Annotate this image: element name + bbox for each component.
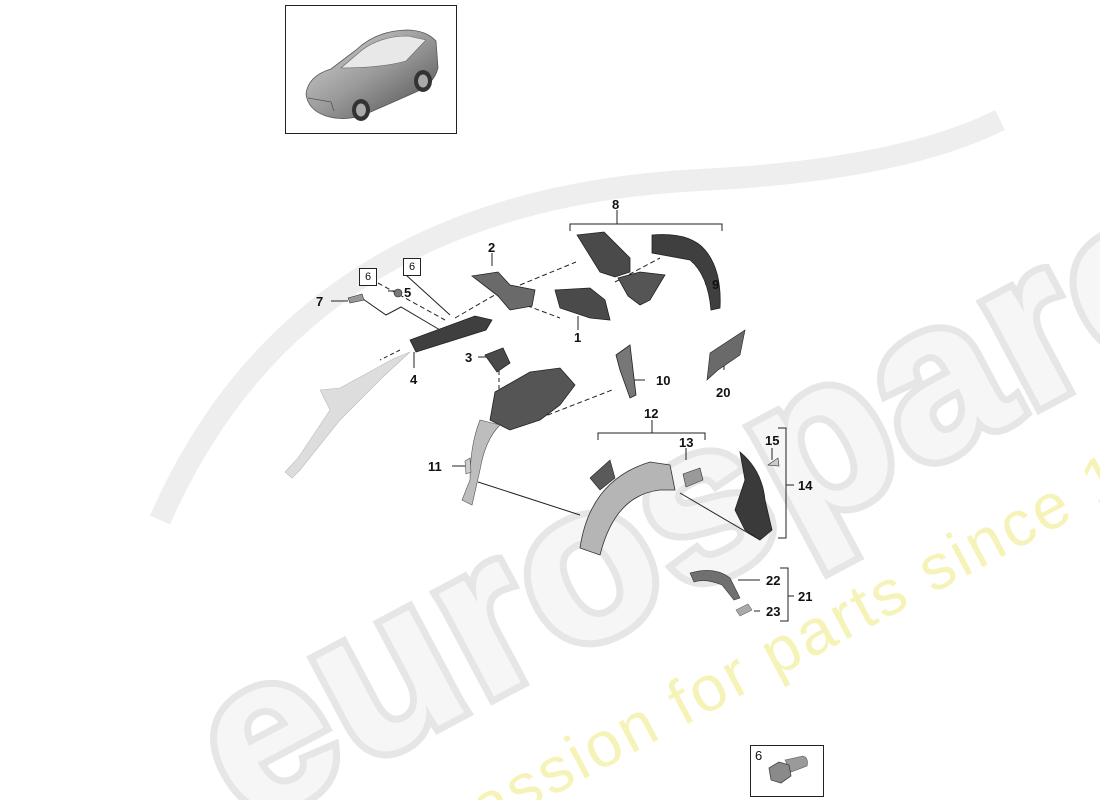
part-14 xyxy=(734,451,773,541)
callout-7[interactable]: 7 xyxy=(316,294,324,309)
callout-14[interactable]: 14 xyxy=(798,478,813,493)
vehicle-thumbnail xyxy=(285,5,457,134)
part-11 xyxy=(464,457,472,475)
callout-8[interactable]: 8 xyxy=(612,197,620,212)
callout-6-box-b[interactable]: 6 xyxy=(403,258,421,276)
callout-12[interactable]: 12 xyxy=(644,406,659,421)
legend-number: 6 xyxy=(755,748,763,763)
part-7 xyxy=(347,293,365,304)
part-23 xyxy=(735,603,753,617)
part-left-pillar-light xyxy=(284,351,411,479)
callout-3[interactable]: 3 xyxy=(465,350,473,365)
callout-20[interactable]: 20 xyxy=(716,385,731,400)
part-3 xyxy=(484,347,511,373)
car-icon xyxy=(305,29,439,121)
part-4 xyxy=(409,315,493,353)
part-22 xyxy=(689,570,741,601)
legend-part-6: 6 xyxy=(750,745,824,797)
callout-22[interactable]: 22 xyxy=(766,573,781,588)
callout-2[interactable]: 2 xyxy=(488,240,496,255)
part-20 xyxy=(706,329,746,381)
callout-15[interactable]: 15 xyxy=(765,433,780,448)
part-1 xyxy=(554,287,611,321)
bolt-icon xyxy=(768,755,808,784)
part-wheelhouse-front xyxy=(461,367,576,506)
callout-21[interactable]: 21 xyxy=(798,589,813,604)
leader-lines xyxy=(331,210,794,622)
part-13 xyxy=(682,467,704,488)
part-15 xyxy=(767,457,780,467)
part-10 xyxy=(615,344,637,399)
callout-23[interactable]: 23 xyxy=(766,604,781,619)
callout-5[interactable]: 5 xyxy=(404,285,412,300)
callout-13[interactable]: 13 xyxy=(679,435,694,450)
part-8-upper-left xyxy=(576,231,631,278)
callout-9[interactable]: 9 xyxy=(712,277,720,292)
callout-1[interactable]: 1 xyxy=(574,330,582,345)
part-2 xyxy=(471,271,536,311)
callout-4[interactable]: 4 xyxy=(410,372,418,387)
part-5 xyxy=(393,288,403,298)
callout-10[interactable]: 10 xyxy=(656,373,671,388)
part-8-upper-right xyxy=(651,234,721,311)
part-12-wheel-arch xyxy=(579,459,676,556)
part-8-middle xyxy=(617,271,666,306)
callout-11[interactable]: 11 xyxy=(428,459,442,474)
callout-6-box-a[interactable]: 6 xyxy=(359,268,377,286)
